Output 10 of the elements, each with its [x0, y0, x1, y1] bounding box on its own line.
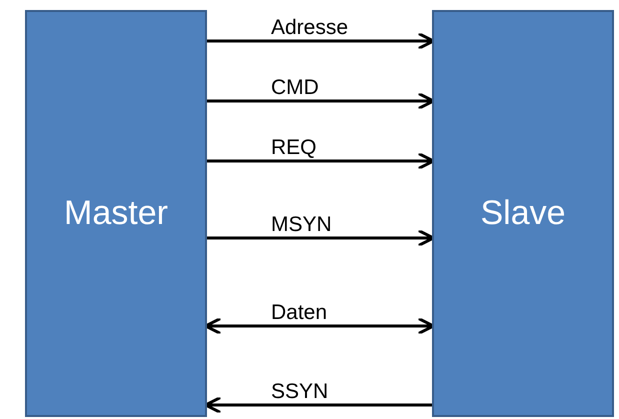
edge-label: REQ: [271, 137, 317, 158]
edge-label: CMD: [271, 77, 319, 98]
edge-label: SSYN: [271, 381, 328, 402]
block-label: Master: [64, 194, 168, 233]
edge-label: Adresse: [271, 17, 348, 38]
block-box: [432, 10, 614, 417]
edge-label: MSYN: [271, 214, 332, 235]
edge-label: Daten: [271, 302, 328, 323]
block-label: Slave: [480, 194, 566, 233]
block-box: [25, 10, 207, 417]
